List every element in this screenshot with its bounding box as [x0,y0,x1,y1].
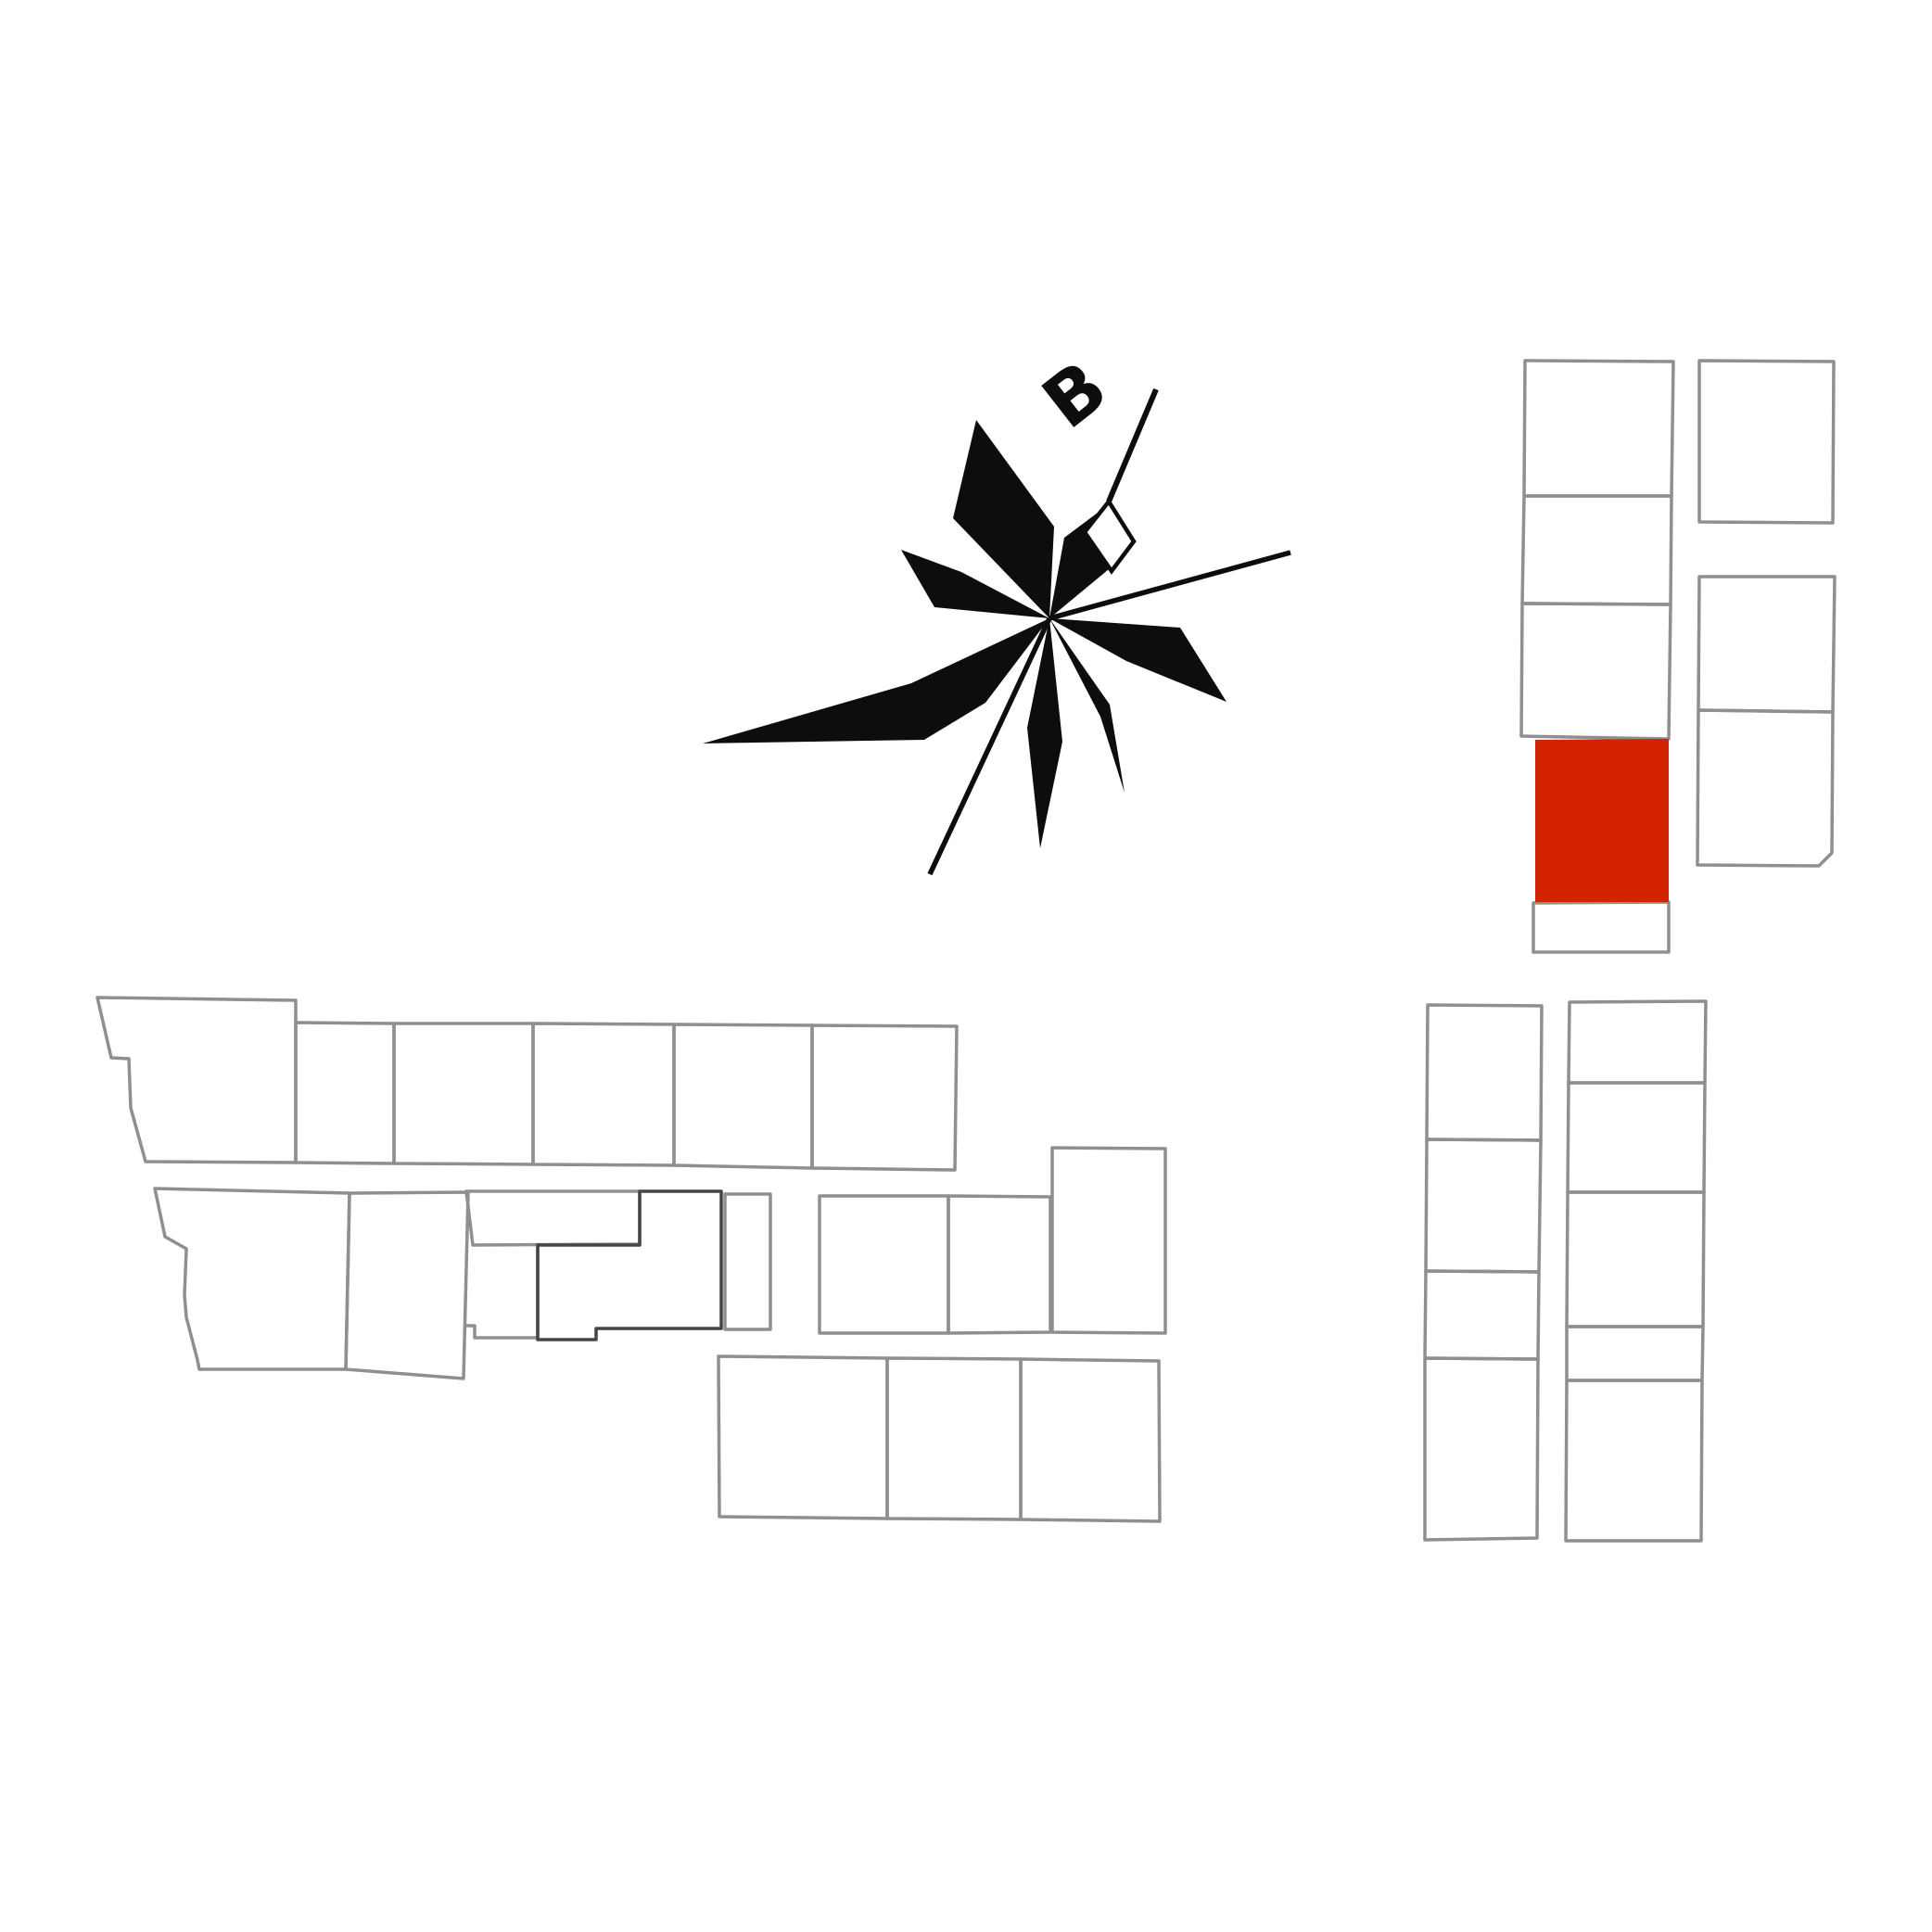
plot-bl-row1-f[interactable] [810,1023,959,1172]
plot-bl-row1-d[interactable] [531,1022,676,1167]
plot-bl-row2-tall[interactable] [1050,1146,1167,1335]
plot-tr-left-3[interactable] [1519,602,1672,741]
plot-bl-row3-1[interactable] [717,1354,889,1520]
compass-rose: B [703,346,1291,876]
blade-north [953,420,1054,618]
blade-southeast [1049,618,1125,793]
plot-bl-row2-narrow[interactable] [723,1192,772,1331]
plot-tr-right-1[interactable] [1697,359,1836,525]
plot-bl-row2-r1[interactable] [818,1194,950,1335]
bearing-needle-line [1106,388,1159,503]
east-needle-line [1049,550,1291,621]
blade-northwest [901,550,1049,618]
highlight-layer [1535,739,1669,902]
plot-br-left-3[interactable] [1423,1269,1541,1361]
plot-bl-row2-r2[interactable] [947,1194,1052,1335]
plot-br-right-4[interactable] [1565,1325,1705,1382]
plot-br-right-2[interactable] [1566,1081,1707,1194]
plot-br-right-5[interactable] [1564,1379,1704,1543]
plot-bl-row3-2[interactable] [885,1356,1023,1521]
plot-bl-row2-l-shape[interactable] [536,1189,723,1341]
compass-direction-label: B [1028,346,1123,446]
plot-br-left-1[interactable] [1425,1003,1544,1142]
blade-west [703,618,1049,744]
plot-bl-row1-c[interactable] [392,1022,535,1166]
plot-br-right-1[interactable] [1567,999,1708,1085]
plot-bl-row2-g[interactable] [464,1189,642,1247]
plot-tr-left-1[interactable] [1522,359,1675,498]
blade-east-south [1049,618,1227,702]
bearing-diamond [1082,498,1137,575]
plot-br-left-2[interactable] [1424,1138,1543,1274]
southwest-needle-line [927,616,1052,876]
plot-br-right-3[interactable] [1565,1190,1706,1328]
plot-bl-row1-e[interactable] [672,1023,814,1170]
plot-bl-row1-a[interactable] [95,996,298,1164]
plot-bl-row1-b[interactable] [294,1021,396,1165]
plot-tr-left-small[interactable] [1532,900,1671,954]
plot-bl-row2-f[interactable] [344,1190,470,1380]
plots-layer [95,359,1837,1543]
plot-tr-right-3[interactable] [1696,708,1835,868]
blade-south [1027,618,1062,848]
plot-br-left-4[interactable] [1423,1356,1540,1542]
plot-bl-row2-big-left[interactable] [153,1187,351,1371]
plot-bl-row3-3[interactable] [1019,1357,1162,1523]
plot-tr-left-highlighted-unit[interactable] [1535,739,1669,902]
plot-bl-row2-yard-edge [464,1243,540,1340]
plot-tr-left-2[interactable] [1520,494,1673,606]
plot-tr-right-2[interactable] [1697,575,1837,714]
